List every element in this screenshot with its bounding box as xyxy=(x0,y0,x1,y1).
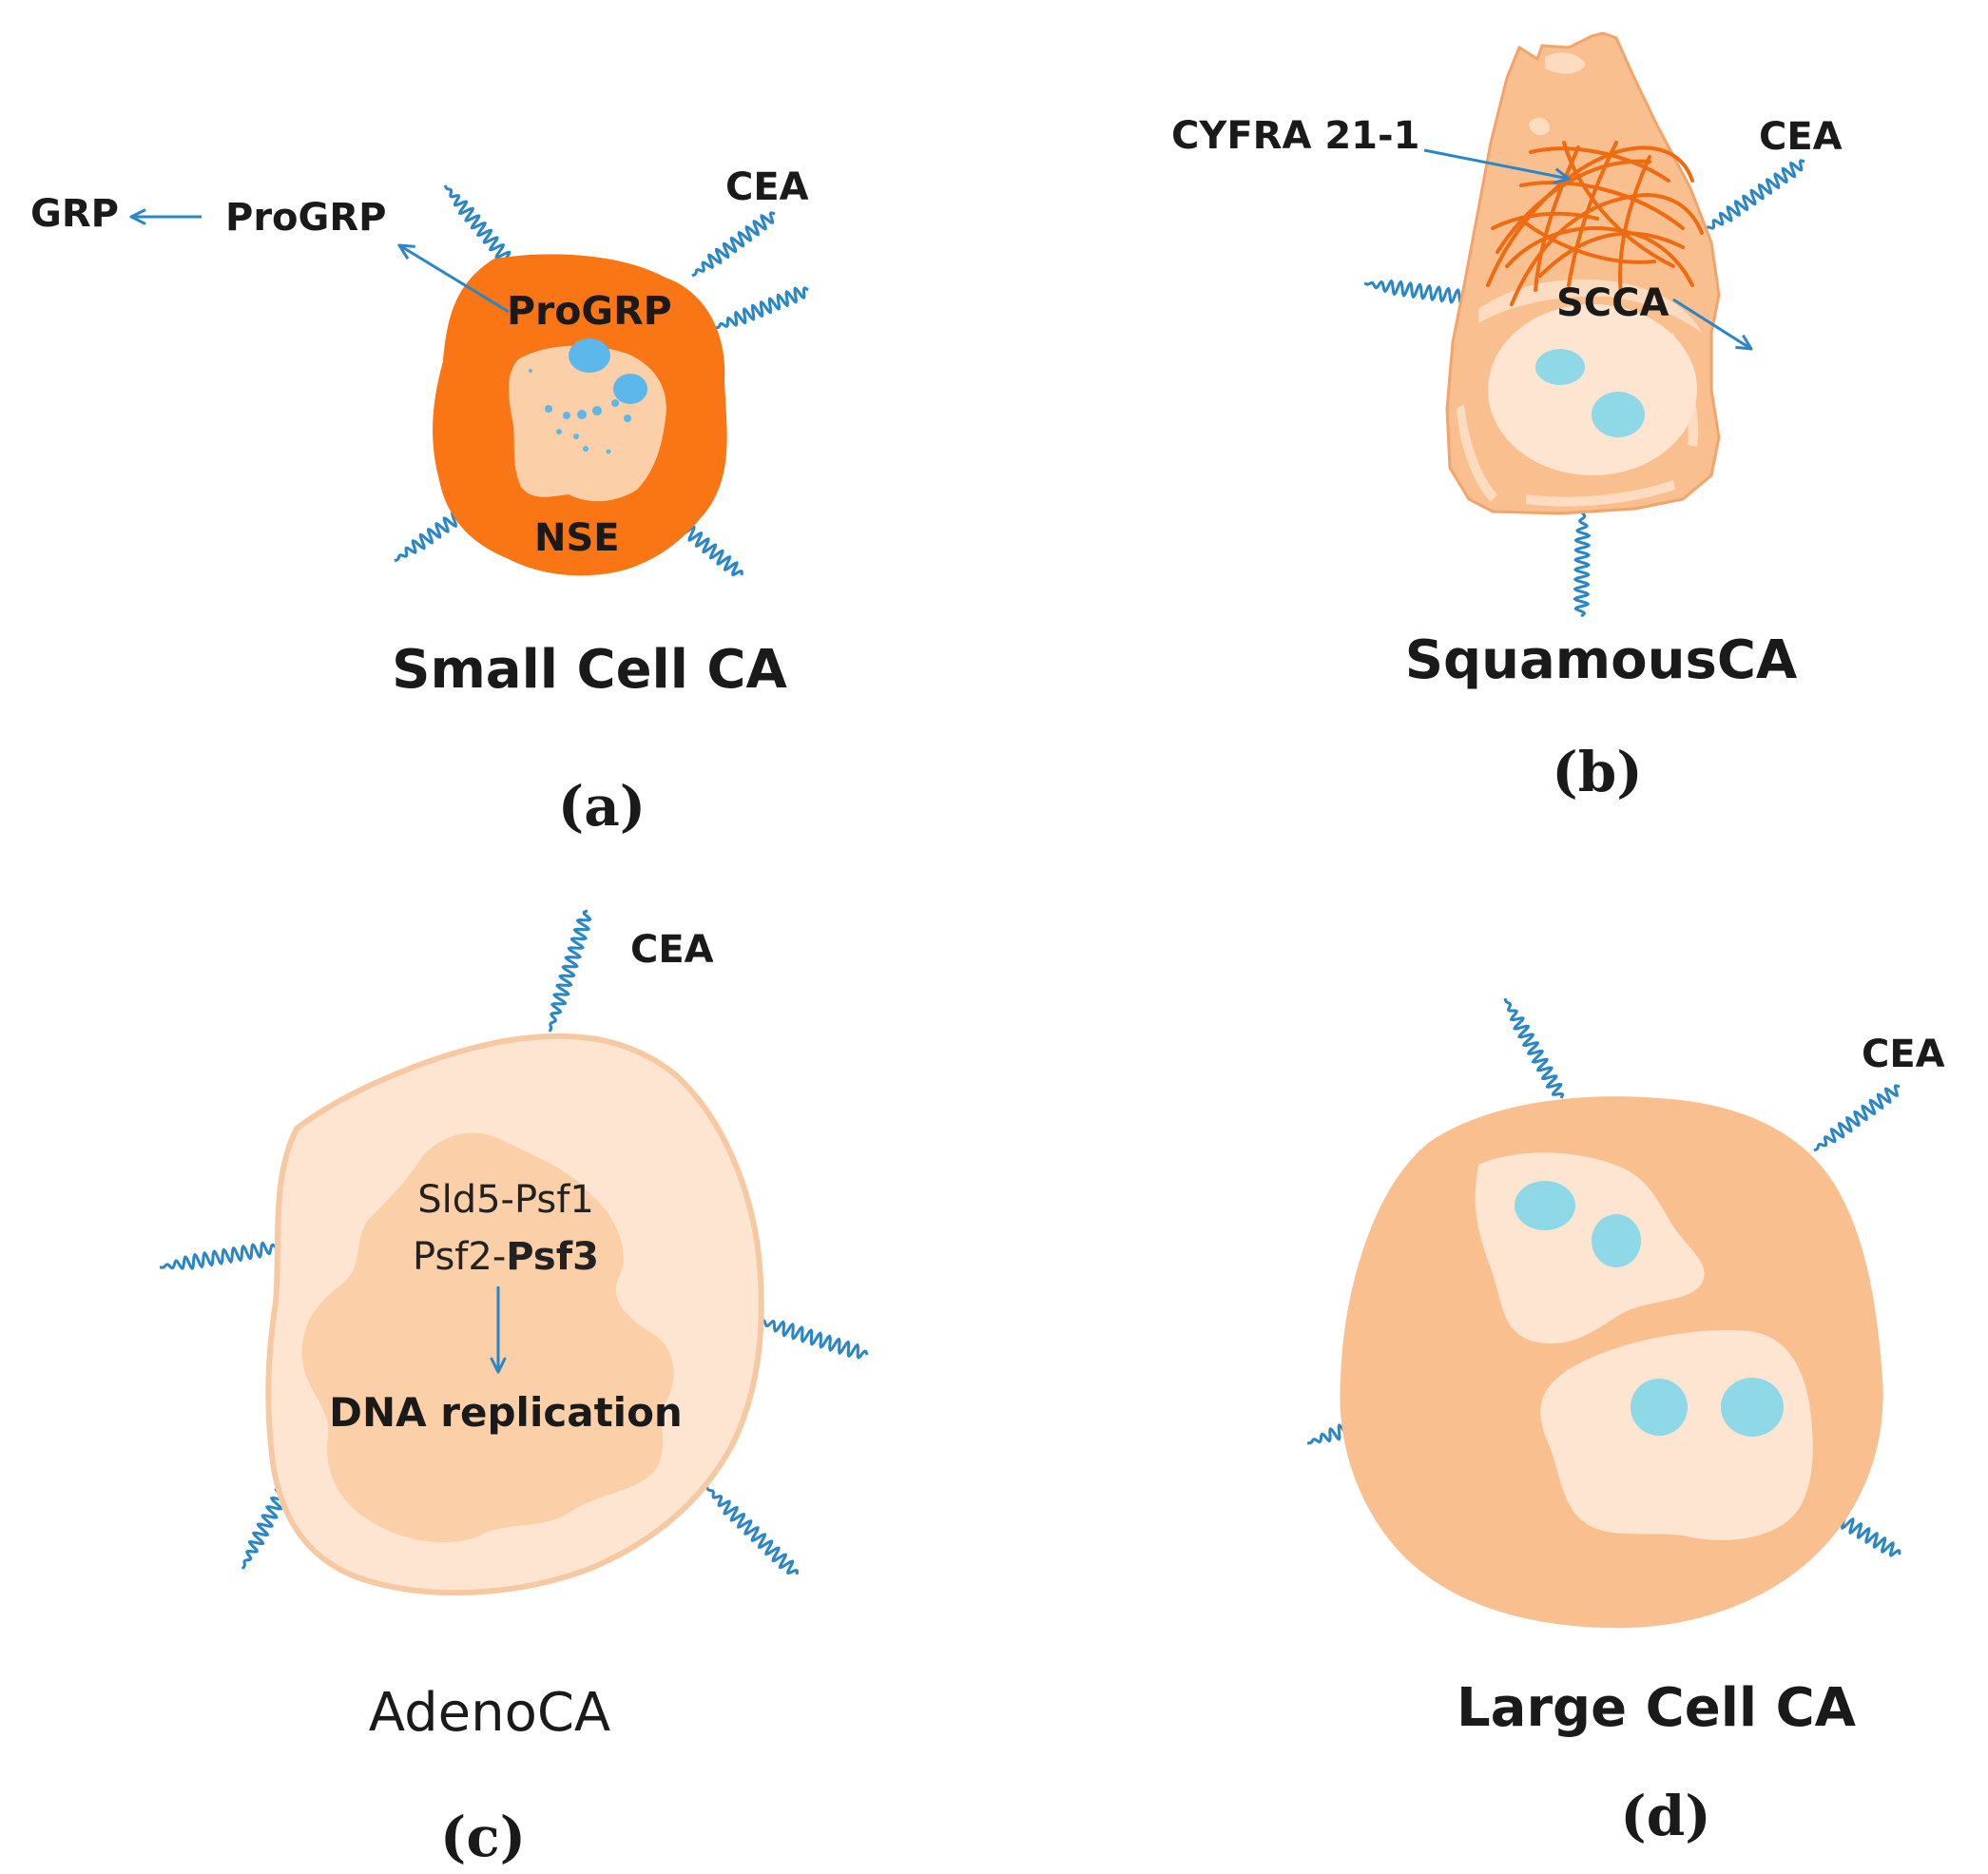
label-sld5-psf1: Sld5-Psf1 xyxy=(417,1178,594,1222)
adeno-nucleus xyxy=(301,1132,674,1543)
scca-secretion-arrow xyxy=(1672,298,1751,349)
label-psf3: Psf3 xyxy=(506,1235,599,1279)
label-grp: GRP xyxy=(30,192,119,236)
nucleolus xyxy=(613,374,647,404)
cytokeratin-filaments xyxy=(1486,141,1704,306)
cell-type-adeno: AdenoCA xyxy=(369,1682,611,1744)
cyfra-arrow xyxy=(1423,148,1569,179)
caption-c: (c) xyxy=(440,1805,526,1869)
label-cea: CEA xyxy=(630,928,714,972)
panel-b-antigens xyxy=(1363,159,1805,618)
label-cea: CEA xyxy=(1862,1033,1945,1076)
label-dna-replication: DNA replication xyxy=(329,1389,683,1436)
cell-type-large-cell: Large Cell CA xyxy=(1457,1677,1857,1739)
antigen-squiggle xyxy=(1813,1084,1901,1152)
nucleolus xyxy=(1515,1181,1575,1230)
cell-type-squamous: SquamousCA xyxy=(1405,629,1798,691)
label-psf2: Psf2- xyxy=(413,1235,506,1279)
antigen-squiggle xyxy=(691,211,776,278)
label-cea: CEA xyxy=(1759,115,1843,159)
label-nse: NSE xyxy=(534,516,620,560)
nucleolus xyxy=(1535,349,1585,385)
cell-type-small-cell: Small Cell CA xyxy=(392,639,787,701)
progrp-secretion-arrow xyxy=(399,245,510,314)
antigen-squiggle xyxy=(548,909,592,1033)
panel-c: CEA Sld5-Psf1 Psf2-Psf3 DNA replication … xyxy=(159,909,869,1869)
label-cyfra: CYFRA 21-1 xyxy=(1171,114,1419,158)
antigen-squiggle xyxy=(704,1486,799,1575)
antigen-squiggle xyxy=(1701,159,1805,235)
antigen-squiggle xyxy=(159,1241,278,1270)
label-psf2-psf3: Psf2-Psf3 xyxy=(413,1235,599,1279)
nucleolus xyxy=(1592,392,1645,437)
granules xyxy=(529,369,631,454)
antigen-squiggle xyxy=(714,286,809,330)
antigen-squiggle xyxy=(1363,280,1480,305)
panel-a: GRP ProGRP CEA ProGRP NSE Small Cell CA … xyxy=(30,165,809,839)
panel-d: CEA Large Cell CA (d) xyxy=(1306,997,1945,1848)
label-scca: SCCA xyxy=(1556,281,1670,325)
label-progrp-internal: ProGRP xyxy=(507,288,672,334)
antigen-squiggle xyxy=(755,1318,869,1360)
caption-a: (a) xyxy=(558,774,646,839)
nucleolus xyxy=(569,338,610,373)
panel-b: CYFRA 21-1 CEA SCCA SquamousCA (b) xyxy=(1171,31,1843,804)
caption-d: (d) xyxy=(1620,1784,1710,1848)
label-progrp-secreted: ProGRP xyxy=(225,196,386,240)
nucleolus xyxy=(1631,1379,1688,1436)
caption-b: (b) xyxy=(1552,740,1642,804)
squamous-nucleus xyxy=(1488,304,1697,475)
label-cea: CEA xyxy=(725,165,809,209)
antigen-squiggle xyxy=(1503,997,1565,1099)
nucleolus xyxy=(1592,1214,1641,1267)
antigen-squiggle xyxy=(1573,508,1591,618)
nucleolus xyxy=(1721,1378,1784,1437)
